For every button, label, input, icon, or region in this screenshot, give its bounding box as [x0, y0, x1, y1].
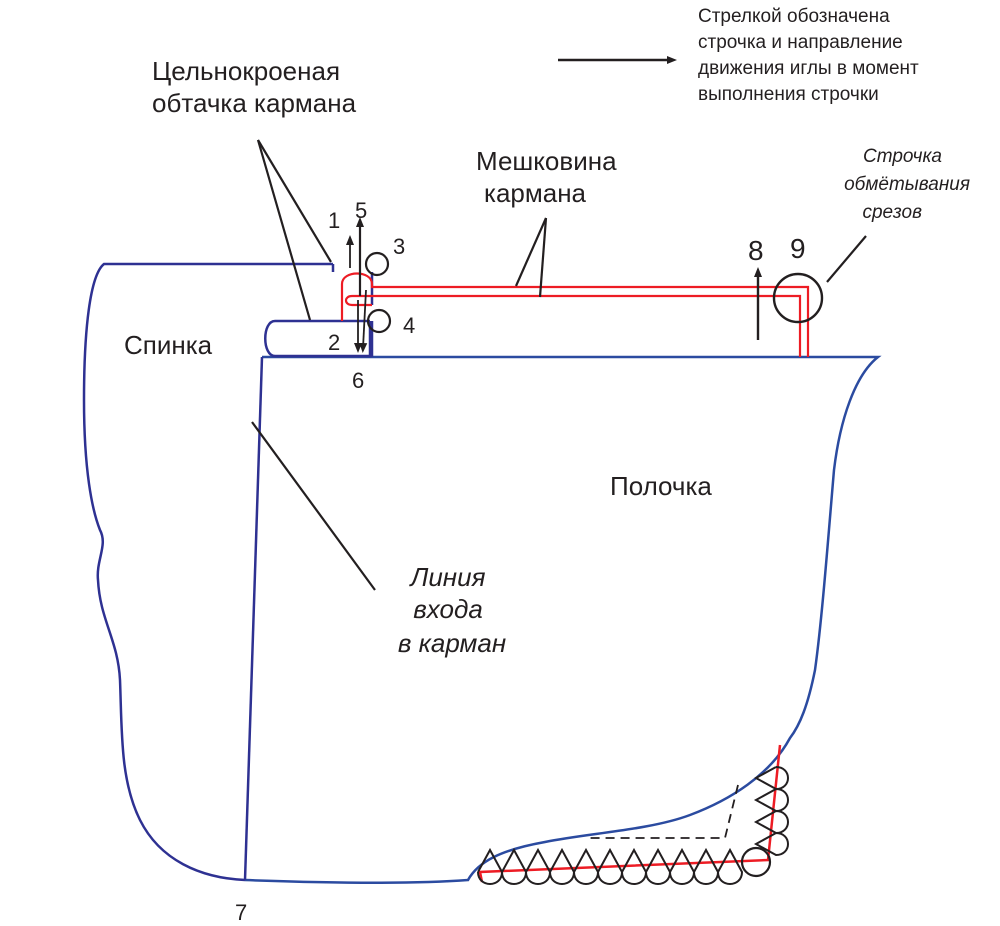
label-facing-2: обтачка кармана	[152, 88, 357, 118]
overlock-loop	[753, 766, 789, 791]
number-7: 7	[235, 900, 247, 925]
legend-line-3: движения иглы в момент	[698, 58, 919, 79]
legend-line-4: выполнения строчки	[698, 84, 879, 105]
number-4: 4	[403, 313, 415, 338]
number-3: 3	[393, 234, 405, 259]
label-overlock-1: Строчка	[863, 146, 942, 167]
overlock-loop	[669, 847, 696, 885]
leader-overlock	[826, 235, 867, 283]
label-overlock-2: обмётывания	[844, 174, 970, 195]
pocket-entry-line	[243, 356, 264, 881]
stitch-circle-9	[772, 272, 824, 324]
number-8: 8	[748, 235, 764, 266]
label-back: Спинка	[124, 330, 213, 360]
number-1: 1	[328, 208, 340, 233]
overlock-loop	[693, 847, 720, 885]
overlock-loop	[753, 832, 789, 857]
label-entry-3: в карман	[398, 628, 506, 658]
overlock-loop	[501, 847, 528, 885]
pocket-bag-upper	[340, 272, 810, 357]
overlock-corner-loop	[740, 846, 772, 878]
overlock-loop	[549, 847, 576, 885]
label-entry-1: Линия	[409, 562, 486, 592]
leader-facing-2	[256, 139, 312, 321]
label-pocket-bag-1: Мешковина	[476, 146, 617, 176]
number-9: 9	[790, 233, 806, 264]
hem-red-stitch	[478, 744, 782, 883]
overlock-loop	[621, 847, 648, 885]
arrow-down-b	[359, 289, 368, 353]
legend-line-1: Стрелкой обозначена	[698, 6, 890, 27]
overlock-loops-side	[753, 766, 789, 857]
leader-bag-2	[538, 217, 548, 298]
facing-fold	[264, 319, 372, 358]
number-6: 6	[352, 368, 364, 393]
overlock-loop	[525, 847, 552, 885]
facing-upper	[331, 264, 374, 357]
legend-line-2: строчка и направление	[698, 32, 903, 53]
stitch-circle-3	[364, 251, 390, 277]
label-pocket-bag-2: кармана	[484, 178, 587, 208]
overlock-loop	[753, 788, 789, 813]
stitch-circle-4	[366, 308, 392, 334]
front-panel-outline	[244, 355, 882, 884]
overlock-loops-bottom	[477, 847, 744, 885]
hem-dashed-line	[590, 784, 739, 839]
leader-bag-1	[514, 217, 548, 287]
overlock-loop	[645, 847, 672, 885]
label-facing-1: Цельнокроеная	[152, 56, 340, 86]
back-panel-outline	[82, 262, 333, 882]
label-entry-2: входа	[413, 594, 483, 624]
overlock-loop	[717, 847, 744, 885]
number-2: 2	[328, 330, 340, 355]
label-front: Полочка	[610, 471, 712, 501]
number-5: 5	[355, 198, 367, 223]
pocket-bag-lower	[344, 294, 802, 357]
label-overlock-3: срезов	[862, 202, 922, 223]
leader-entry	[251, 421, 376, 591]
leader-facing-1	[257, 139, 332, 263]
